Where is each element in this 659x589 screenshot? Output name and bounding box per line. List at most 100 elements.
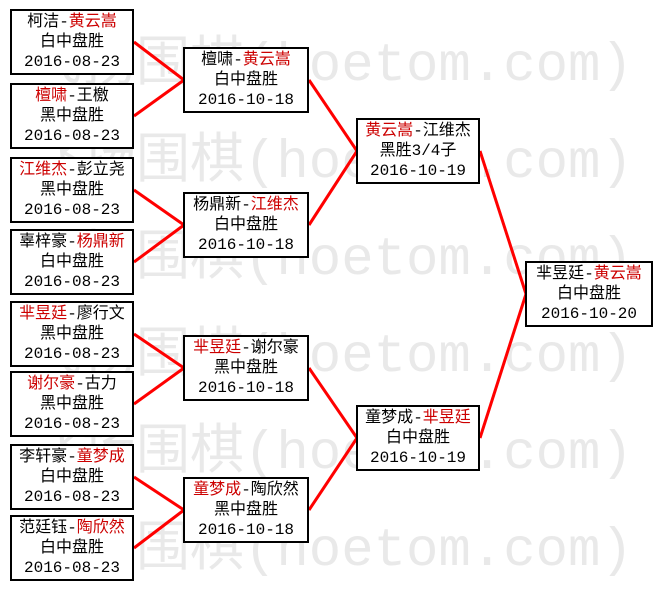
player2: 童梦成 [76, 448, 125, 466]
separator: - [233, 51, 243, 69]
result: 白中盘胜 [213, 216, 278, 234]
connector-line [133, 475, 185, 512]
player2: 黄云嵩 [242, 51, 291, 69]
match-box-round1-2: 檀啸-王檄 黑中盘胜 2016-08-23 [10, 83, 134, 149]
result: 黑中盘胜 [213, 501, 278, 519]
date: 2016-08-23 [23, 53, 120, 71]
connector-line [307, 79, 359, 152]
player2: 陶欣然 [250, 481, 299, 499]
separator: - [67, 519, 77, 537]
date: 2016-10-19 [369, 162, 466, 180]
player2: 黄云嵩 [593, 265, 642, 283]
result: 白中盘胜 [39, 33, 104, 51]
date: 2016-10-18 [197, 91, 294, 109]
separator: - [241, 196, 251, 214]
player1: 童梦成 [365, 409, 414, 427]
separator: - [67, 87, 77, 105]
date: 2016-08-23 [23, 273, 120, 291]
match-box-semifinal-2: 童梦成-芈昱廷 白中盘胜 2016-10-19 [356, 405, 480, 471]
date: 2016-10-20 [540, 305, 637, 323]
connector-line [133, 332, 185, 370]
match-box-round2-1: 檀啸-黄云嵩 白中盘胜 2016-10-18 [183, 47, 309, 113]
connector-line [307, 367, 359, 439]
player2: 江维杰 [250, 196, 299, 214]
player1: 芈昱廷 [193, 339, 242, 357]
player2: 杨鼎新 [76, 233, 125, 251]
connector-line [133, 40, 185, 82]
matchup: 芈昱廷-廖行文 [19, 304, 125, 324]
match-box-round2-3: 芈昱廷-谢尔豪 黑中盘胜 2016-10-18 [183, 335, 309, 401]
result: 白中盘胜 [385, 429, 450, 447]
date: 2016-10-18 [197, 379, 294, 397]
player1: 谢尔豪 [27, 375, 76, 393]
matchup: 童梦成-陶欣然 [193, 480, 299, 500]
date: 2016-10-19 [369, 449, 466, 467]
matchup: 范廷钰-陶欣然 [19, 518, 125, 538]
player1: 童梦成 [193, 481, 242, 499]
matchup: 柯洁-黄云嵩 [27, 12, 117, 32]
date: 2016-08-23 [23, 201, 120, 219]
result: 白中盘胜 [39, 253, 104, 271]
match-box-round2-4: 童梦成-陶欣然 黑中盘胜 2016-10-18 [183, 477, 309, 543]
result: 白中盘胜 [213, 71, 278, 89]
player2: 谢尔豪 [250, 339, 299, 357]
connector-line [478, 293, 528, 439]
player1: 芈昱廷 [536, 265, 585, 283]
separator: - [75, 375, 85, 393]
date: 2016-08-23 [23, 559, 120, 577]
player2: 江维杰 [422, 122, 471, 140]
player1: 柯洁 [27, 13, 60, 31]
match-box-round2-2: 杨鼎新-江维杰 白中盘胜 2016-10-18 [183, 192, 309, 258]
player2: 黄云嵩 [68, 13, 117, 31]
player1: 李轩豪 [19, 448, 68, 466]
connector-line [133, 366, 185, 406]
matchup: 李轩豪-童梦成 [19, 447, 125, 467]
match-box-round1-7: 李轩豪-童梦成 白中盘胜 2016-08-23 [10, 444, 134, 510]
matchup: 杨鼎新-江维杰 [193, 195, 299, 215]
match-box-final: 芈昱廷-黄云嵩 白中盘胜 2016-10-20 [525, 261, 653, 327]
result: 黑中盘胜 [39, 325, 104, 343]
separator: - [67, 161, 77, 179]
matchup: 檀啸-黄云嵩 [201, 50, 291, 70]
player2: 王檄 [76, 87, 109, 105]
player2: 廖行文 [76, 305, 125, 323]
matchup: 芈昱廷-黄云嵩 [536, 264, 642, 284]
connector-line [133, 508, 185, 550]
match-box-round1-3: 江维杰-彭立尧 黑中盘胜 2016-08-23 [10, 157, 134, 223]
player2: 陶欣然 [76, 519, 125, 537]
result: 白中盘胜 [39, 539, 104, 557]
result: 白中盘胜 [556, 285, 621, 303]
result: 黑中盘胜 [39, 107, 104, 125]
result: 黑中盘胜 [213, 359, 278, 377]
matchup: 江维杰-彭立尧 [19, 160, 125, 180]
match-box-semifinal-1: 黄云嵩-江维杰 黑胜3/4子 2016-10-19 [356, 118, 480, 184]
matchup: 檀啸-王檄 [35, 86, 109, 106]
player1: 芈昱廷 [19, 305, 68, 323]
match-box-round1-4: 辜梓豪-杨鼎新 白中盘胜 2016-08-23 [10, 229, 134, 295]
match-box-round1-6: 谢尔豪-古力 黑中盘胜 2016-08-23 [10, 371, 134, 437]
player1: 黄云嵩 [365, 122, 414, 140]
date: 2016-08-23 [23, 488, 120, 506]
player2: 古力 [84, 375, 117, 393]
separator: - [413, 122, 423, 140]
separator: - [584, 265, 594, 283]
connector-line [307, 150, 359, 226]
matchup: 童梦成-芈昱廷 [365, 408, 471, 428]
separator: - [59, 13, 69, 31]
connector-line [133, 78, 185, 118]
separator: - [67, 305, 77, 323]
date: 2016-08-23 [23, 415, 120, 433]
separator: - [413, 409, 423, 427]
date: 2016-10-18 [197, 236, 294, 254]
matchup: 芈昱廷-谢尔豪 [193, 338, 299, 358]
match-box-round1-5: 芈昱廷-廖行文 黑中盘胜 2016-08-23 [10, 301, 134, 367]
separator: - [67, 233, 77, 251]
result: 黑中盘胜 [39, 181, 104, 199]
player1: 杨鼎新 [193, 196, 242, 214]
connector-line [133, 188, 185, 227]
separator: - [241, 481, 251, 499]
connector-line [478, 150, 528, 295]
matchup: 辜梓豪-杨鼎新 [19, 232, 125, 252]
